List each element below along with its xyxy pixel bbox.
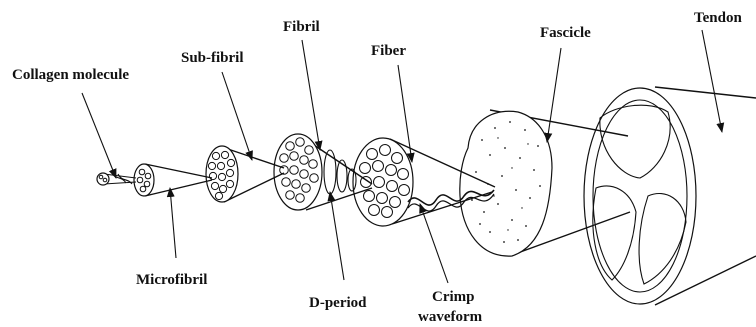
microfibril-structure	[134, 164, 212, 196]
label-fiber: Fiber	[371, 43, 406, 59]
label-microfibril: Microfibril	[136, 272, 207, 288]
label-waveform: waveform	[418, 309, 483, 325]
label-fibril: Fibril	[283, 19, 320, 35]
label-d-period: D-period	[309, 295, 367, 311]
label-fascicle: Fascicle	[540, 25, 591, 41]
tendon-structure	[584, 87, 756, 305]
label-sub-fibril: Sub-fibril	[181, 50, 244, 66]
label-crimp: Crimp	[432, 289, 475, 305]
label-tendon: Tendon	[694, 10, 742, 26]
label-collagen-molecule: Collagen molecule	[12, 67, 129, 83]
sub-fibril-structure	[206, 146, 284, 202]
d-period-bands	[324, 150, 356, 194]
collagen-molecule-structure	[97, 173, 136, 185]
